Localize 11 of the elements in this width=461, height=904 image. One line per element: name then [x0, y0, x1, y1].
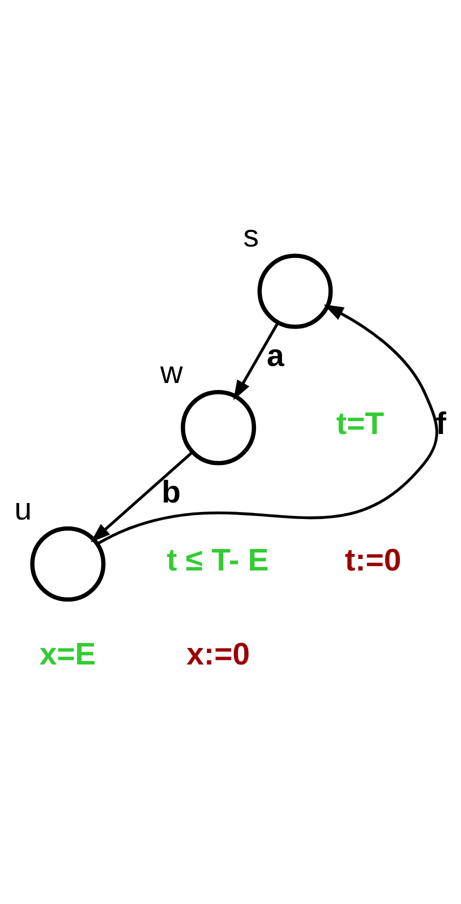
node-label: w: [160, 354, 183, 390]
node-label: u: [14, 490, 32, 526]
node-label: s: [243, 218, 259, 254]
label: x:=0: [186, 636, 250, 671]
label: t ≤ T- E: [166, 542, 269, 578]
edge-label: f: [436, 406, 446, 441]
edge-label: b: [162, 474, 181, 509]
label: t=T: [336, 406, 384, 441]
label: x=E: [39, 636, 96, 671]
label: t:=0: [344, 542, 402, 578]
edge-label: a: [266, 337, 284, 372]
